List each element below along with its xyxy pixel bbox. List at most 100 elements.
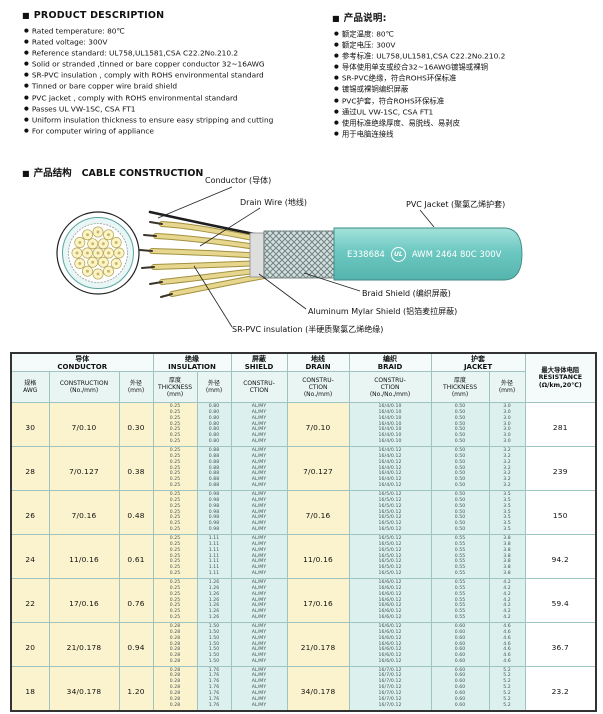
bullet-icon: ● — [24, 61, 29, 68]
conductor-strands — [71, 226, 125, 280]
bullet-text: Uniform insulation thickness to ensure e… — [31, 115, 274, 125]
spec-bullet-item: ●通过UL VW-1SC, CSA FT1 — [334, 107, 596, 118]
bullet-text: Rated temperature: 80℃ — [31, 26, 125, 36]
header-jacket-thickness: 厚度 THICKNESS (mm) — [430, 371, 490, 403]
spec-bullet-item: ●Passes UL VW-1SC, CSA FT1 — [24, 104, 324, 115]
bullet-text: PVC护套，符合ROHS环保标准 — [341, 96, 445, 106]
bullet-text: 额定温度: 80℃ — [341, 29, 394, 39]
spec-bullet-item: ●Reference standard: UL758,UL1581,CSA C2… — [24, 48, 324, 59]
bullet-text: Reference standard: UL758,UL1581,CSA C22… — [31, 48, 239, 58]
label-sr-pvc-insulation: SR-PVC insulation (半硬质聚氯乙烯绝缘) — [232, 325, 384, 334]
spec-bullet-item: ●SR-PVC绝缘，符合ROHS环保标准 — [334, 73, 596, 84]
cell-resistance: 36.7 — [524, 622, 597, 667]
cell-awg: 22 — [10, 578, 50, 623]
ul-logo-icon: UL — [390, 247, 406, 262]
header-insulation-thickness: 厚度 THICKNESS (mm) — [152, 371, 198, 403]
bullet-icon: ● — [24, 105, 29, 112]
group-jacket: 护套 JACKET — [430, 352, 526, 372]
product-description-cn-list: ●额定温度: 80℃●额定电压: 300V●参考标准: UL758,UL1581… — [334, 29, 596, 140]
group-drain: 地线 DRAIN — [286, 352, 350, 372]
spec-bullet-item: ●PVC护套，符合ROHS环保标准 — [334, 96, 596, 107]
bullet-text: SR-PVC insulation , comply with ROHS env… — [31, 70, 264, 80]
cell-resistance: 281 — [524, 402, 597, 447]
bullet-icon: ● — [24, 39, 29, 46]
bullet-text: Solid or stranded ,tinned or bare copper… — [31, 59, 265, 69]
table-group-header-row: 导体 CONDUCTOR 绝缘 INSULATION 屏蔽 SHIELD 地线 … — [10, 352, 597, 403]
square-marker-icon: ■ — [22, 169, 30, 178]
group-braid: 编织 BRAID — [348, 352, 432, 372]
spec-bullet-item: ●Rated voltage: 300V — [24, 37, 324, 48]
product-description-title: ■PRODUCT DESCRIPTION — [22, 10, 165, 21]
bullet-text: Tinned or bare copper wire braid shield — [31, 81, 178, 91]
cable-construction-drawing — [139, 186, 523, 328]
spec-bullet-item: ●Tinned or bare copper wire braid shield — [24, 81, 324, 92]
bullet-icon: ● — [334, 42, 339, 49]
jacket-print-text: E338684 UL AWM 2464 80C 300V — [347, 247, 501, 262]
spec-bullet-item: ●额定电压: 300V — [334, 40, 596, 51]
braid-shield-layer — [263, 230, 335, 279]
product-description-list: ●Rated temperature: 80℃●Rated voltage: 3… — [24, 26, 324, 137]
bullet-icon: ● — [24, 116, 29, 123]
bullet-icon: ● — [334, 108, 339, 115]
spec-bullet-item: ●PVC jacket , comply with ROHS environme… — [24, 93, 324, 104]
label-drain-wire: Drain Wire (地线) — [240, 198, 307, 207]
bullet-icon: ● — [334, 97, 339, 104]
cell-awg: 26 — [10, 490, 50, 535]
cell-drain-construction: 34/0.178 — [286, 666, 350, 711]
spec-bullet-item: ●额定温度: 80℃ — [334, 29, 596, 40]
cell-awg: 20 — [10, 622, 50, 667]
cable-cross-section-diagram — [56, 211, 140, 295]
label-aluminum-mylar-shield: Aluminum Mylar Shield (铝箔麦拉屏蔽) — [308, 307, 458, 316]
cell-conductor-construction: 7/0.127 — [48, 446, 120, 491]
bullet-text: 镀锡或裸铜编织屏蔽 — [341, 84, 409, 94]
cell-drain-construction: 11/0.16 — [286, 534, 350, 579]
spec-bullet-item: ●Solid or stranded ,tinned or bare coppe… — [24, 59, 324, 70]
spec-bullet-item: ●用于电脑连接线 — [334, 129, 596, 140]
bullet-icon: ● — [24, 50, 29, 57]
bullet-icon: ● — [334, 75, 339, 82]
group-conductor: 导体 CONDUCTOR — [10, 352, 154, 372]
cell-resistance: 59.4 — [524, 578, 597, 623]
label-conductor: Conductor (导体) — [205, 176, 272, 185]
product-description-section: ■PRODUCT DESCRIPTION ●Rated temperature:… — [22, 10, 324, 137]
header-conductor-od: 外径 (mm) — [118, 371, 154, 403]
bullet-text: SR-PVC绝缘，符合ROHS环保标准 — [341, 73, 457, 83]
cell-resistance: 150 — [524, 490, 597, 535]
label-braid-shield: Braid Shield (编织屏蔽) — [362, 289, 451, 298]
cell-drain-construction: 17/0.16 — [286, 578, 350, 623]
bullet-icon: ● — [334, 130, 339, 137]
bullet-icon: ● — [334, 64, 339, 71]
spec-bullet-item: ●Uniform insulation thickness to ensure … — [24, 115, 324, 126]
bullet-icon: ● — [24, 94, 29, 101]
group-shield: 屏蔽 SHIELD — [230, 352, 288, 372]
bullet-text: 通过UL VW-1SC, CSA FT1 — [341, 107, 434, 117]
bullet-icon: ● — [24, 28, 29, 34]
bullet-text: 额定电压: 300V — [341, 40, 396, 50]
cell-drain-construction: 7/0.16 — [286, 490, 350, 535]
header-braid-construction: CONSTRU- CTION (No./No./mm) — [348, 371, 432, 403]
